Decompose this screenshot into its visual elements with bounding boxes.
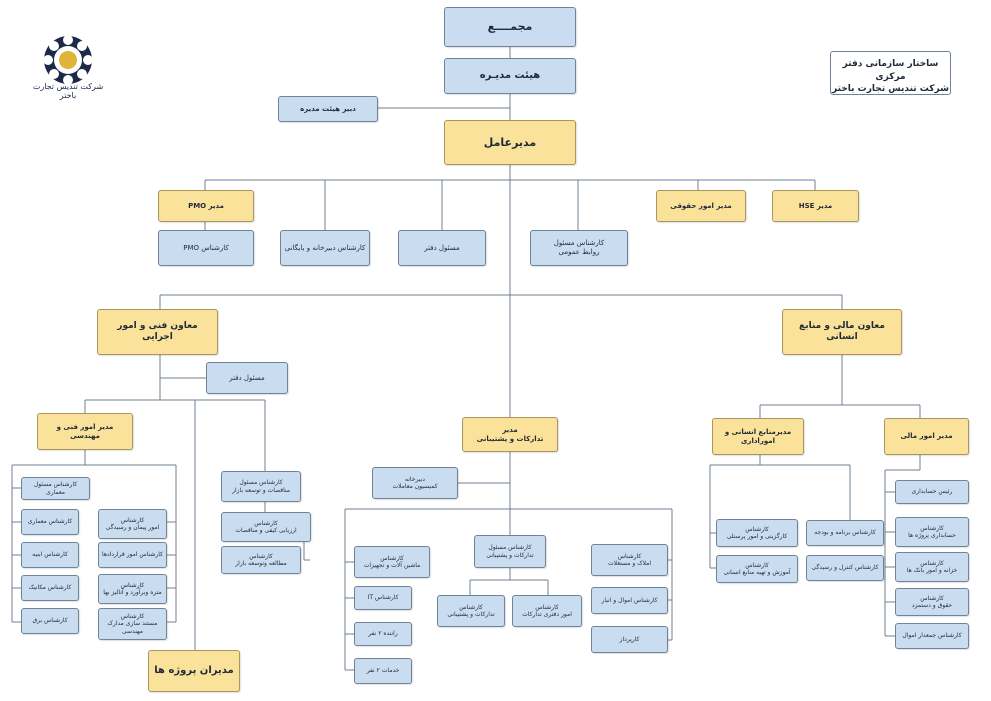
node-tender-lead: کارشناس مسئول مناقصات و توسعه بازار [221, 471, 301, 502]
node-pmo-expert: کارشناس PMO [158, 230, 254, 266]
node-control-expert: کارشناس کنترل و رسیدگی [806, 555, 884, 581]
node-storekeeper: کارپرداز [591, 626, 668, 653]
node-eng-building: کارشناس ابنیه [21, 542, 79, 568]
node-pmo-manager: مدیر PMO [158, 190, 254, 222]
node-procurement-support: کارشناس تدارکات و پشتیبانی [437, 595, 505, 627]
node-hr-manager: مدیرمنابع انسانی و اموراداری [712, 418, 804, 455]
node-eng-documentation: کارشناس مستند سازی مدارک مهندسی [98, 608, 167, 640]
company-logo-icon [43, 35, 93, 85]
node-hse-manager: مدیر HSE [772, 190, 859, 222]
chart-title-box: ساختار سازمانی دفتر مرکزی شرکت تندیس تجا… [830, 51, 951, 95]
node-project-accounting: کارشناس حسابداری پروژه ها [895, 517, 969, 547]
node-quality-expert: کارشناس ارزیابی کیفی و مناقصات [221, 512, 311, 542]
node-eng-mechanical: کارشناس مکانیک [21, 575, 79, 601]
node-finance-deputy: معاون مالی و منابع انسانی [782, 309, 902, 355]
node-it-expert: کارشناس IT [354, 586, 412, 610]
node-procurement-office: کارشناس امور دفتری تدارکات [512, 595, 582, 627]
node-assets-expert: کارشناس اموال و انبار [591, 587, 668, 614]
node-machinery-expert: کارشناس ماشین آلات و تجهیزات [354, 546, 430, 578]
node-hr-training: کارشناس آموزش و تهیه منابع انسانی [716, 555, 798, 583]
node-eng-contracts: کارشناس امور پیمان و رسیدگی [98, 509, 167, 539]
node-board: هیئت مدیـره [444, 58, 576, 94]
node-eng-architect: کارشناس معماری [21, 509, 79, 535]
node-project-managers: مدیران پروژه ها [148, 650, 240, 692]
node-office-manager: مسئول دفتر [398, 230, 486, 266]
node-procurement-manager: مدیر تدارکات و پشتیبانی [462, 417, 558, 452]
node-assembly: مجمــــع [444, 7, 576, 47]
node-procurement-lead: کارشناس مسئول تدارکات و پشتیبانی [474, 535, 546, 568]
company-name: شرکت تندیس تجارت باختر [32, 82, 104, 100]
chart-title-line-2: شرکت تندیس تجارت باختر [832, 84, 949, 95]
node-finance-manager: مدیر امور مالی [884, 418, 969, 455]
node-pr-expert: کارشناس مسئول روابط عمومی [530, 230, 628, 266]
node-drivers: راننده ۲ نفر [354, 622, 412, 646]
node-eng-estimation: کارشناس متره وبرآورد و آنالیز بها [98, 574, 167, 604]
node-board-secretary: دبیر هیئت مدیره [278, 96, 378, 122]
node-archive-expert: کارشناس دبیرخانه و بایگانی [280, 230, 370, 266]
node-engineering-manager: مدیر امور فنی و مهندسی [37, 413, 133, 450]
node-tech-deputy: معاون فنی و امور اجرایی [97, 309, 218, 355]
node-tech-office-manager: مسئول دفتر [206, 362, 288, 394]
node-legal-manager: مدیر امور حقوقی [656, 190, 746, 222]
node-hr-selection: کارشناس کارگزینی و امور پرسنلی [716, 519, 798, 547]
node-eng-architect-lead: کارشناس مسئول معماری [21, 477, 90, 500]
node-services-staff: خدمات ۲ نفر [354, 658, 412, 684]
node-budget-expert: کارشناس برنامه و بودجه [806, 520, 884, 546]
node-treasury-expert: کارشناس خزانه و امور بانک ها [895, 552, 969, 582]
chart-title-line-1: ساختار سازمانی دفتر مرکزی [842, 59, 939, 82]
node-property-collector: کارشناس جمعدار اموال [895, 623, 969, 649]
node-payroll-expert: کارشناس حقوق و دستمزد [895, 588, 969, 616]
node-transactions-secretary: دبیرخانه کمیسیون معاملات [372, 467, 458, 499]
node-ceo: مدیرعامل [444, 120, 576, 165]
node-property-expert: کارشناس املاک و مستغلات [591, 544, 668, 576]
node-eng-electrical: کارشناس برق [21, 608, 79, 634]
node-chief-accountant: رئیس حسابداری [895, 480, 969, 504]
node-market-expert: کارشناس مطالعه وتوسعه بازار [221, 546, 301, 574]
node-eng-contract-affairs: کارشناس امور قراردادها [98, 542, 167, 568]
